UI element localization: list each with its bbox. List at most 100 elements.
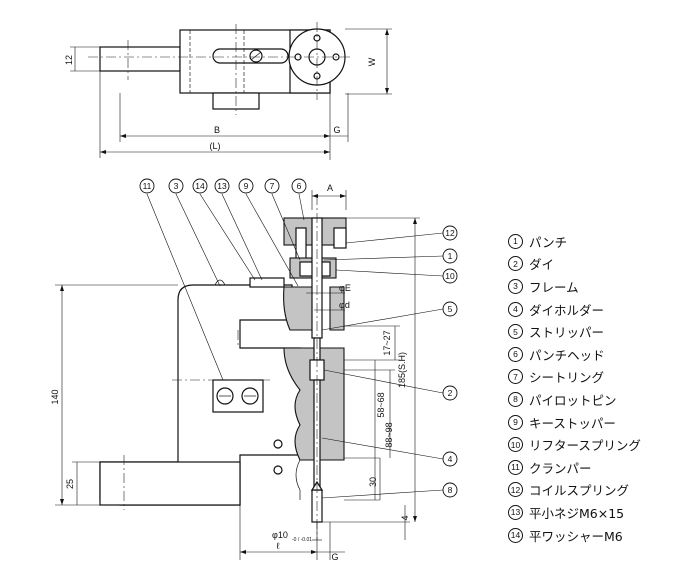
- svg-text:11: 11: [143, 181, 152, 191]
- svg-text:14: 14: [195, 181, 205, 191]
- legend-number: 2: [508, 256, 523, 272]
- legend-label: ダイホルダー: [529, 302, 605, 318]
- callout-bubble: 7: [264, 178, 280, 194]
- frame-foot: [99, 461, 241, 506]
- legend-label: コイルスプリング: [529, 483, 630, 499]
- legend-item: 8 パイロットピン: [508, 388, 694, 411]
- legend-label: クランパー: [529, 460, 592, 476]
- legend-item: 1 パンチ: [508, 230, 694, 253]
- dim-12-label: 12: [64, 55, 74, 65]
- legend-item: 3 フレーム: [508, 275, 694, 298]
- legend-label: ストリッパー: [529, 325, 605, 341]
- legend-number: 6: [508, 346, 523, 362]
- frame-bolt: [273, 465, 283, 475]
- legend-label: パイロットピン: [529, 392, 617, 408]
- stripper-section-right: [329, 286, 345, 331]
- dim-17-27-label: 17~27: [382, 330, 392, 355]
- top-view: 12 W B G (L): [64, 22, 392, 160]
- callout-bubble: 11: [139, 178, 155, 194]
- dim-l-label: (L): [210, 141, 221, 151]
- legend-item: 11 クランパー: [508, 456, 694, 479]
- svg-text:7: 7: [270, 181, 275, 191]
- dim-phi-e-label: φE: [339, 283, 351, 293]
- svg-text:4: 4: [448, 454, 453, 464]
- callout-bubble: 2: [442, 385, 458, 401]
- key-stopper: [249, 277, 285, 288]
- legend-label: キーストッパー: [529, 415, 616, 431]
- legend-number: 3: [508, 278, 523, 294]
- callout-bubble: 14: [192, 178, 208, 194]
- dim-ell-label: ℓ: [277, 541, 281, 551]
- top-frame-tongue: [99, 46, 181, 72]
- dim-30-label: 30: [368, 477, 378, 487]
- legend-number: 1: [508, 233, 523, 249]
- dim-25-label: 25: [65, 479, 75, 489]
- parts-legend: 1 パンチ 2 ダイ 3 フレーム 4 ダイホルダー 5 ストリッパー 6 パンチヘッド 7…: [508, 230, 694, 546]
- legend-number: 4: [508, 301, 523, 317]
- dim-g-bottom-label: G: [331, 552, 338, 562]
- frame: [99, 284, 301, 506]
- legend-item: 10 リフタースプリング: [508, 433, 694, 456]
- callout-bubble: 6: [291, 178, 307, 194]
- legend-number: 5: [508, 324, 523, 340]
- svg-text:8: 8: [448, 485, 453, 495]
- callout-bubble: 1: [442, 248, 458, 264]
- legend-label: シートリング: [529, 370, 605, 386]
- callout-bubble: 10: [442, 268, 458, 284]
- dim-w-label: W: [367, 57, 377, 66]
- legend-label: リフタースプリング: [529, 438, 641, 454]
- legend-number: 12: [508, 482, 523, 498]
- callout-bubble: 5: [442, 301, 458, 317]
- svg-text:6: 6: [297, 181, 302, 191]
- dim-58-68-label: 58~68: [376, 392, 386, 417]
- dim-b-label: B: [214, 125, 220, 135]
- callout-bubble: 9: [238, 178, 254, 194]
- legend-number: 9: [508, 414, 523, 430]
- svg-text:10: 10: [445, 271, 455, 281]
- punch-head-side: [333, 227, 347, 249]
- legend-number: 7: [508, 369, 523, 385]
- dim-140-label: 140: [50, 389, 60, 404]
- dim-88-98-label: 88~98: [384, 422, 394, 447]
- svg-text:5: 5: [448, 304, 453, 314]
- callout-bubble: 12: [442, 225, 458, 241]
- dim-g-label: G: [333, 125, 340, 135]
- dim-phi-d-label: φd: [339, 300, 350, 310]
- legend-label: ダイ: [529, 257, 555, 273]
- svg-text:13: 13: [217, 181, 227, 191]
- callout-bubble: 3: [168, 178, 184, 194]
- legend-number: 11: [508, 459, 523, 475]
- legend-label: 平ワッシャーM6: [529, 528, 623, 544]
- dim-4-label: 4: [400, 515, 410, 520]
- svg-text:2: 2: [448, 388, 453, 398]
- legend-label: フレーム: [529, 279, 579, 295]
- callout-bubble: 13: [214, 178, 230, 194]
- legend-item: 7 シートリング: [508, 366, 694, 389]
- dim-185-label: 185(S.H): [397, 352, 407, 388]
- svg-text:1: 1: [448, 251, 453, 261]
- dim-a-label: A: [327, 183, 333, 193]
- legend-item: 4 ダイホルダー: [508, 298, 694, 321]
- legend-number: 13: [508, 504, 523, 520]
- legend-item: 2 ダイ: [508, 253, 694, 276]
- frame-bolt: [273, 439, 283, 449]
- dim-phi10-tolerance: -0 / -0.01: [292, 537, 312, 543]
- legend-number: 10: [508, 437, 523, 453]
- svg-text:9: 9: [244, 181, 249, 191]
- legend-item: 6 パンチヘッド: [508, 343, 694, 366]
- legend-label: 平小ネジM6×15: [529, 505, 625, 521]
- legend-label: パンチ: [529, 234, 568, 250]
- legend-item: 13 平小ネジM6×15: [508, 501, 694, 524]
- callout-bubble: 4: [442, 451, 458, 467]
- legend-number: 8: [508, 391, 523, 407]
- legend-item: 12 コイルスプリング: [508, 479, 694, 502]
- svg-text:3: 3: [174, 181, 179, 191]
- legend-label: パンチヘッド: [529, 347, 605, 363]
- callout-bubble: 8: [442, 482, 458, 498]
- legend-item: 5 ストリッパー: [508, 320, 694, 343]
- legend-item: 9 キーストッパー: [508, 411, 694, 434]
- front-view: A φE φd 185(S.H) 17~27 58~68 88~98 30 4: [50, 183, 420, 562]
- svg-text:12: 12: [445, 228, 455, 238]
